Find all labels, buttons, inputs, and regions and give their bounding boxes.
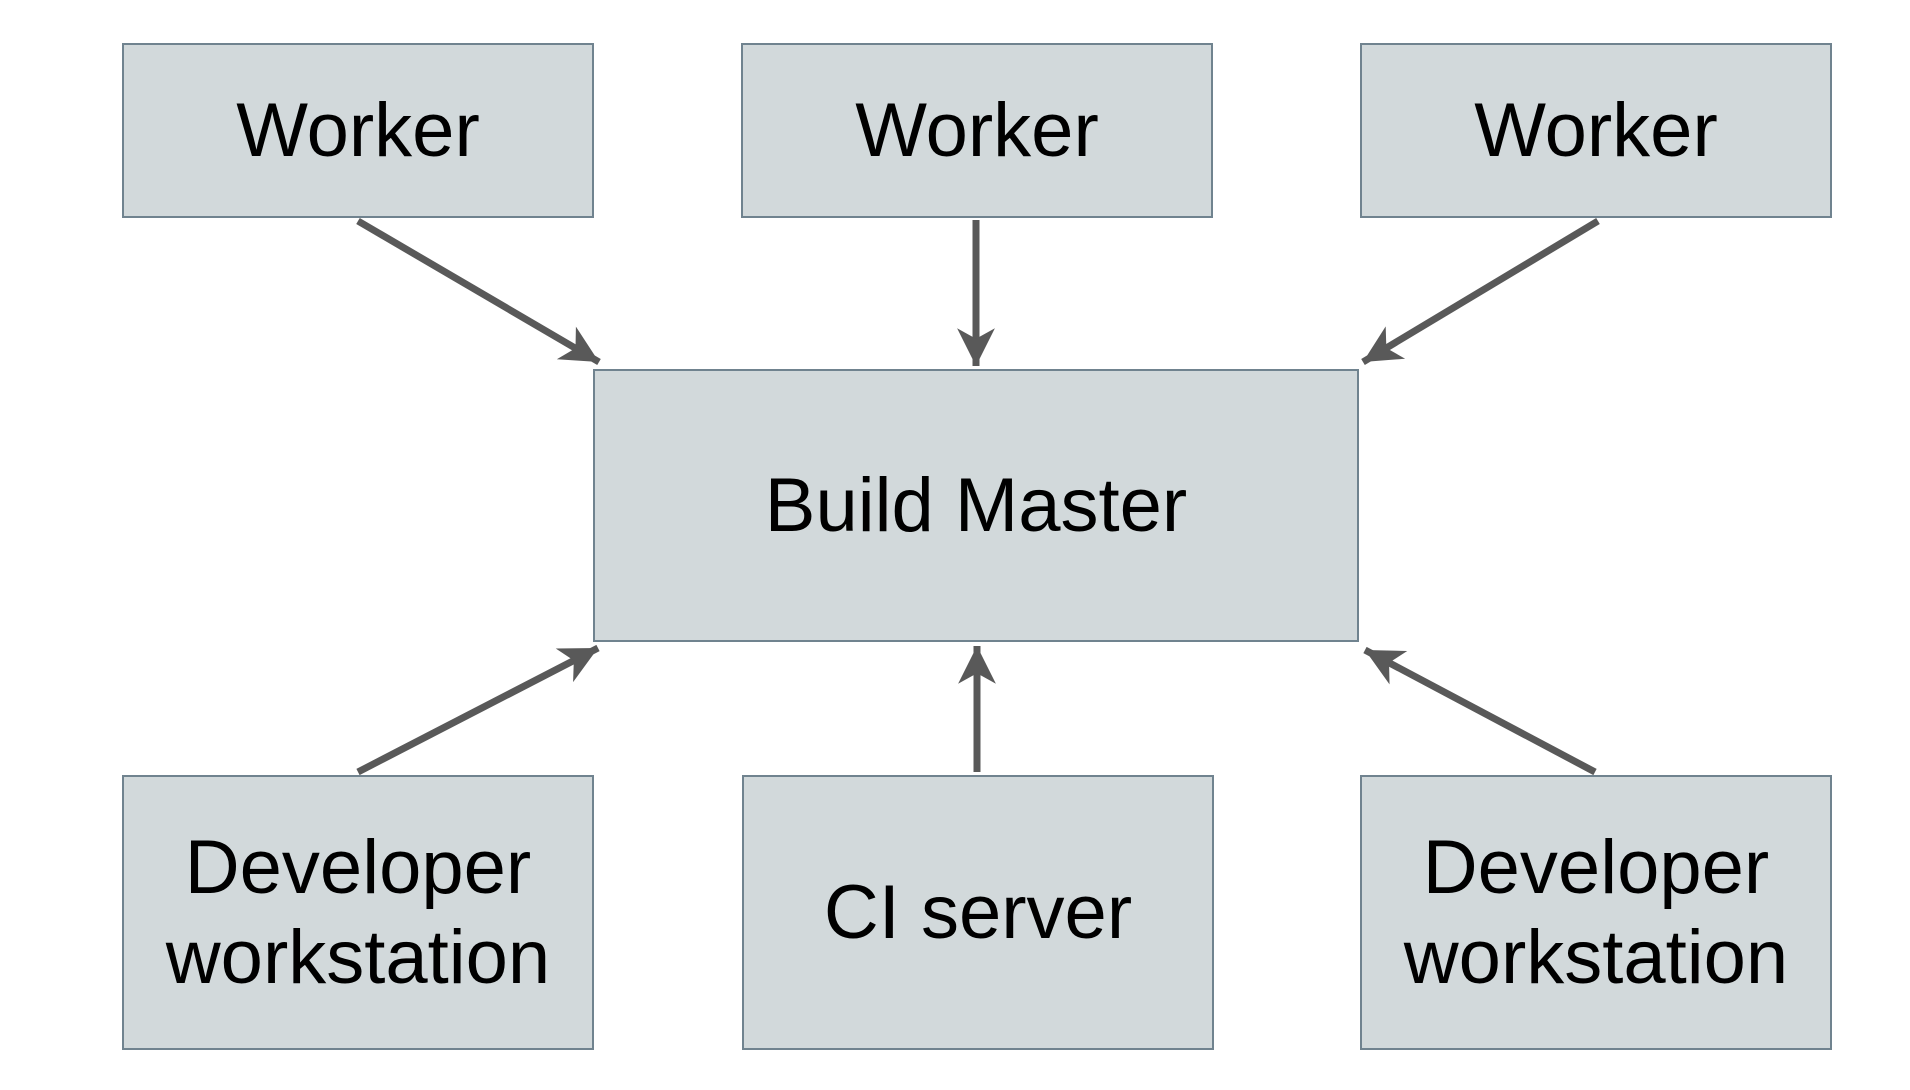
node-worker-2-label: Worker	[855, 87, 1099, 173]
arrow-dev-workstation-2-to-build-master	[1363, 646, 1597, 776]
arrow-worker-1-to-build-master	[356, 217, 601, 366]
node-dev-workstation-2-label: Developer workstation	[1403, 824, 1789, 1000]
node-worker-3-label: Worker	[1474, 87, 1718, 173]
node-dev-workstation-1: Developer workstation	[122, 775, 594, 1050]
node-dev-workstation-1-label: Developer workstation	[165, 824, 551, 1000]
arrow-dev-workstation-1-to-build-master	[356, 644, 600, 776]
node-build-master-label: Build Master	[764, 462, 1188, 548]
node-worker-2: Worker	[741, 43, 1213, 218]
node-dev-workstation-2: Developer workstation	[1360, 775, 1832, 1050]
node-ci-server-label: CI server	[823, 869, 1133, 955]
node-worker-3: Worker	[1360, 43, 1832, 218]
arrow-worker-3-to-build-master	[1361, 217, 1600, 366]
node-build-master: Build Master	[593, 369, 1359, 642]
node-ci-server: CI server	[742, 775, 1214, 1050]
node-worker-1-label: Worker	[236, 87, 480, 173]
node-worker-1: Worker	[122, 43, 594, 218]
